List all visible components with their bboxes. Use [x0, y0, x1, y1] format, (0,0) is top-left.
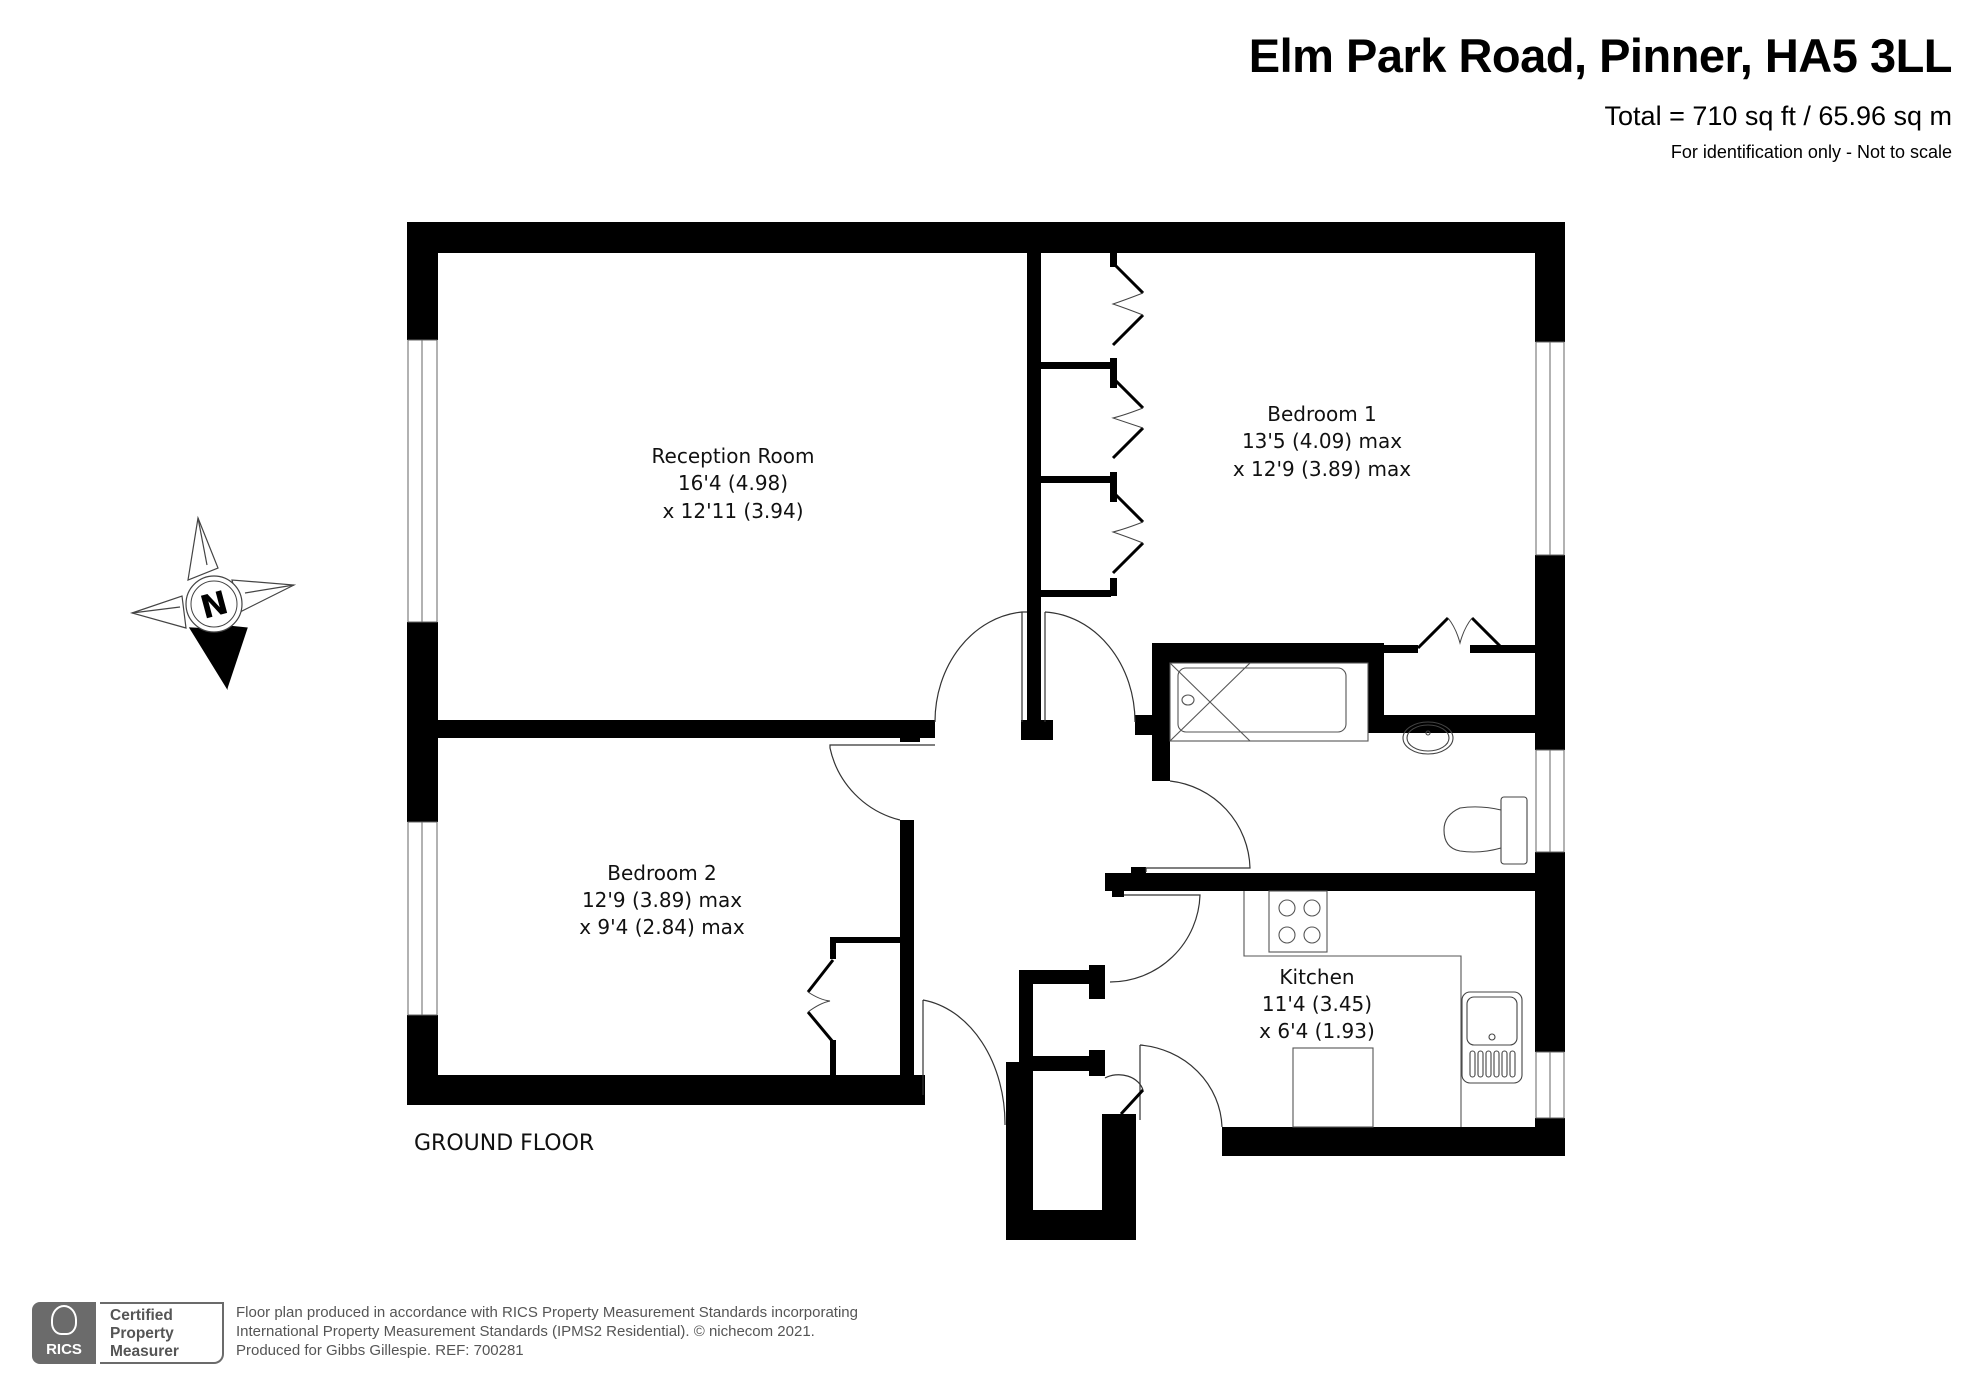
toilet-icon	[1443, 796, 1528, 865]
badge-line: Measurer	[110, 1343, 179, 1360]
room-name: Bedroom 2	[607, 861, 717, 885]
floor-label: GROUND FLOOR	[414, 1131, 594, 1156]
room-bedroom-2: Bedroom 2 12'9 (3.89) max x 9'4 (2.84) m…	[579, 861, 745, 939]
plan-header: Elm Park Road, Pinner, HA5 3LL Total = 7…	[1248, 28, 1953, 164]
scale-disclaimer: For identification only - Not to scale	[1670, 142, 1952, 162]
room-dimension: x 12'9 (3.89) max	[1233, 457, 1411, 481]
room-kitchen: Kitchen 11'4 (3.45) x 6'4 (1.93)	[1259, 965, 1375, 1043]
rics-lion-icon	[51, 1305, 77, 1335]
badge-line: Property	[110, 1325, 174, 1342]
certified-measurer-label: Certified Property Measurer	[100, 1302, 224, 1364]
property-address-title: Elm Park Road, Pinner, HA5 3LL	[1248, 29, 1953, 82]
room-dimension: 13'5 (4.09) max	[1242, 429, 1402, 453]
room-dimension: 16'4 (4.98)	[678, 471, 788, 495]
room-bedroom-1: Bedroom 1 13'5 (4.09) max x 12'9 (3.89) …	[1233, 402, 1411, 481]
rics-logo-text: RICS	[46, 1341, 82, 1358]
doors	[829, 611, 1251, 1128]
badge-line: Certified	[110, 1307, 173, 1324]
room-reception: Reception Room 16'4 (4.98) x 12'11 (3.94…	[652, 444, 815, 523]
footer-line: Produced for Gibbs Gillespie. REF: 70028…	[236, 1342, 524, 1359]
room-name: Kitchen	[1279, 965, 1354, 989]
kitchen-sink-icon	[1461, 991, 1523, 1084]
bath-icon	[1169, 662, 1369, 742]
footer-line: International Property Measurement Stand…	[236, 1323, 815, 1340]
room-dimension: x 9'4 (2.84) max	[579, 915, 745, 939]
room-name: Reception Room	[652, 444, 815, 468]
walls	[407, 222, 1565, 1240]
room-dimension: x 12'11 (3.94)	[662, 499, 803, 523]
rics-certified-badge: RICS Certified Property Measurer	[32, 1302, 224, 1364]
kitchen-units	[1243, 890, 1462, 1128]
room-name: Bedroom 1	[1267, 402, 1377, 426]
footer-notes: Floor plan produced in accordance with R…	[236, 1303, 858, 1360]
windows	[407, 339, 1565, 1119]
basin-icon	[1402, 721, 1454, 755]
wardrobe-doors	[806, 261, 1504, 1043]
room-dimension: 11'4 (3.45)	[1262, 992, 1372, 1016]
north-compass-icon: N	[129, 515, 297, 690]
rics-logo: RICS	[32, 1302, 96, 1364]
room-dimension: 12'9 (3.89) max	[582, 888, 742, 912]
total-area: Total = 710 sq ft / 65.96 sq m	[1604, 101, 1952, 131]
footer-line: Floor plan produced in accordance with R…	[236, 1304, 858, 1321]
wardrobe-door-arcs	[807, 292, 1473, 1013]
footer: RICS Certified Property Measurer Floor p…	[32, 1302, 858, 1364]
room-dimension: x 6'4 (1.93)	[1259, 1019, 1375, 1043]
